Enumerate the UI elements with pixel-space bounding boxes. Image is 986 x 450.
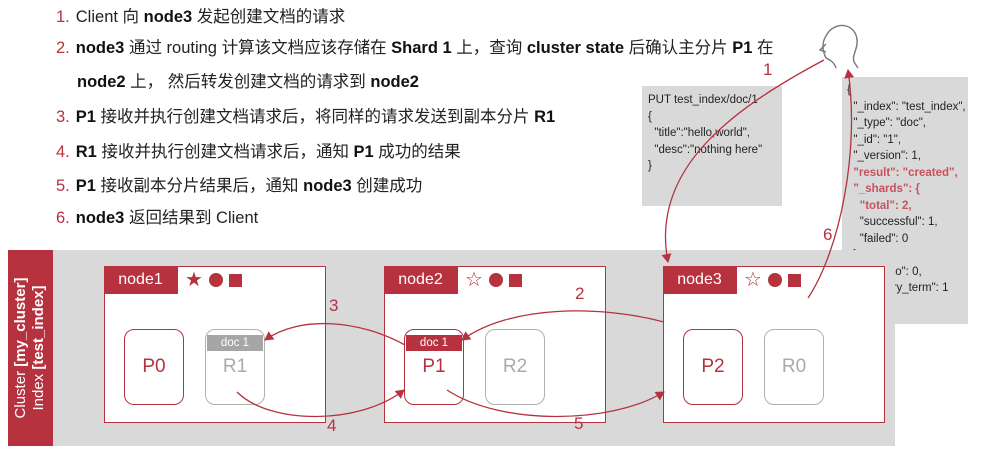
step-text: P1 [353,143,374,161]
node-role-icons: ☆ [744,266,801,294]
response-code-box: { "_index": "test_index", "_type": "doc"… [842,77,968,324]
step-text: 在 [752,39,774,57]
step-number: 1. [56,8,70,26]
step-5: 4. R1 接收并执行创建文档请求后，通知 P1 成功的结果 [56,142,461,162]
step-text: P1 [75,108,96,126]
shard-p1: P1 [404,329,464,405]
arrow-label-4: 4 [327,416,337,435]
circle-icon [767,273,782,287]
request-line: PUT test_index/doc/1 [648,94,758,106]
arrow-6 [807,69,855,299]
step-number: 3. [56,108,70,126]
request-line: "title":"hello,world", [648,127,750,139]
node-name: node3 [662,265,737,294]
arrow-1 [661,59,825,263]
star-outline-icon: ☆ [465,269,483,291]
step-text: 通过 routing 计算该文档应该存储在 [124,39,392,57]
step-text: Client 向 [75,8,144,26]
response-line: "_index": "test_index", [847,100,966,113]
request-line: "desc":"nothing here" [648,143,763,156]
step-1: 1. Client 向 node3 发起创建文档的请求 [56,7,345,27]
doc-tag: doc 1 [406,335,462,351]
step-text: Shard 1 [391,39,452,57]
step-text: 发起创建文档的请求 [192,8,346,26]
step-number: 5. [56,177,70,195]
cluster-label: Cluster [my_cluster] Index [test_index] [8,250,53,446]
request-line: } [648,160,652,172]
step-text: 上，查询 [451,39,527,57]
step-text: cluster state [526,39,625,57]
node-name: node2 [383,265,458,294]
node-role-icons: ☆ [465,266,522,294]
response-line: "_shards": { [847,183,920,195]
request-line: { [648,110,652,123]
step-text: node3 [143,8,193,26]
response-line: "failed": 0 [847,232,909,245]
response-line: "result": "created", [847,166,958,179]
node-node3: node3 ☆ P2 R0 [662,265,885,423]
step-text: R1 [75,143,97,161]
step-text: node3 [303,177,352,195]
arrow-3 [264,322,406,346]
response-line: "_type": "doc", [847,117,926,129]
square-icon [787,273,801,287]
step-text: 接收并执行创建文档请求后，将同样的请求发送到副本分片 [95,108,535,126]
step-text: 上， 然后转发创建文档的请求到 [125,73,371,91]
arrow-label-1: 1 [763,60,773,79]
step-4: 3. P1 接收并执行创建文档请求后，将同样的请求发送到副本分片 R1 [56,107,555,127]
step-number: 2. [56,39,70,57]
step-text: R1 [534,108,556,126]
step-2: 2. node3 通过 routing 计算该文档应该存储在 Shard 1 上，… [56,38,774,58]
shard-r1: R1 [205,329,265,405]
node-role-icons: ★ [185,266,242,294]
response-line: "successful": 1, [847,216,938,228]
circle-icon [208,273,223,287]
arrow-label-2: 2 [575,284,585,303]
step-3: node2 上， 然后转发创建文档的请求到 node2 [77,72,419,92]
response-line: { [847,84,851,96]
step-number: 4. [56,143,70,161]
shard-p0: P0 [124,329,184,405]
step-text: node3 [75,209,125,227]
step-text: node2 [370,73,419,91]
step-text: 接收并执行创建文档请求后，通知 [96,143,354,161]
response-line: "_id": "1", [847,133,902,146]
shard-r0: R0 [764,329,824,405]
step-text: P1 [732,39,753,57]
step-text: 后确认主分片 [624,39,733,57]
step-text: 创建成功 [351,177,423,195]
arrow-2 [461,310,665,341]
square-icon [228,273,242,287]
circle-icon [488,273,503,287]
arrow-label-3: 3 [329,296,339,315]
shard-p2: P2 [683,329,743,405]
step-text: node3 [75,39,125,57]
shard-r2: R2 [485,329,545,405]
node-name: node1 [103,265,178,294]
step-text: 成功的结果 [373,143,461,161]
response-line: "_version": 1, [847,150,922,162]
square-icon [508,273,522,287]
arrow-label-6: 6 [823,225,833,244]
step-text: 返回结果到 Client [124,209,259,227]
arrow-label-5: 5 [574,414,584,433]
doc-tag: doc 1 [207,335,263,351]
request-code-box: PUT test_index/doc/1 { "title":"hello,wor… [642,86,782,206]
arrow-5 [446,389,665,418]
response-line: "total": 2, [847,199,912,212]
step-number: 6. [56,209,70,227]
step-text: P1 [75,177,96,195]
step-7: 6. node3 返回结果到 Client [56,208,258,228]
step-text: node2 [77,73,126,91]
star-outline-icon: ☆ [744,269,762,291]
step-text: 接收副本分片结果后，通知 [95,177,304,195]
step-6: 5. P1 接收副本分片结果后，通知 node3 创建成功 [56,176,422,196]
arrow-4 [236,389,405,418]
star-filled-icon: ★ [185,269,203,291]
